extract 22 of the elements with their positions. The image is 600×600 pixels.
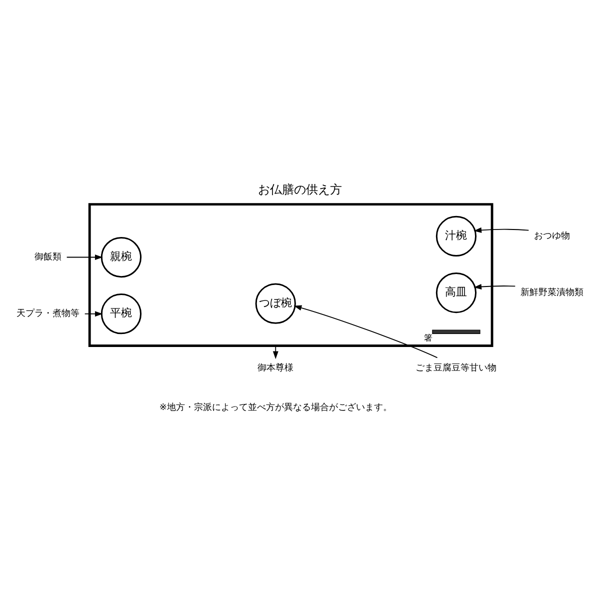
node-text: 天プラ・煮物等 (16, 308, 80, 319)
node-text: 御飯類 (34, 252, 62, 262)
diagram-title: お仏膳の供え方 (258, 182, 342, 196)
arrow (66, 254, 103, 260)
node-text: ごま豆腐豆等甘い物 (416, 364, 497, 374)
node-text: おつゆ物 (534, 231, 570, 242)
node-bar (432, 330, 480, 334)
node-label: 箸 (424, 332, 432, 342)
node-circle: 高皿 (436, 272, 477, 314)
node-text: 新鮮野菜漬物類 (520, 288, 584, 298)
arrow (272, 345, 278, 360)
caption: ※地方・宗派によって並べ方が異なる場合がございます。 (159, 402, 392, 413)
arrow (84, 311, 103, 317)
node-circle: 平椀 (100, 294, 142, 334)
node-circle: つぼ椀 (255, 283, 296, 324)
node-circle: 汁椀 (436, 216, 477, 256)
node-circle: 親椀 (100, 236, 142, 278)
arrow (474, 227, 530, 233)
node-text: 御本尊様 (258, 364, 294, 374)
cluster (88, 203, 494, 347)
arrow (474, 284, 516, 290)
arrow (294, 305, 438, 358)
